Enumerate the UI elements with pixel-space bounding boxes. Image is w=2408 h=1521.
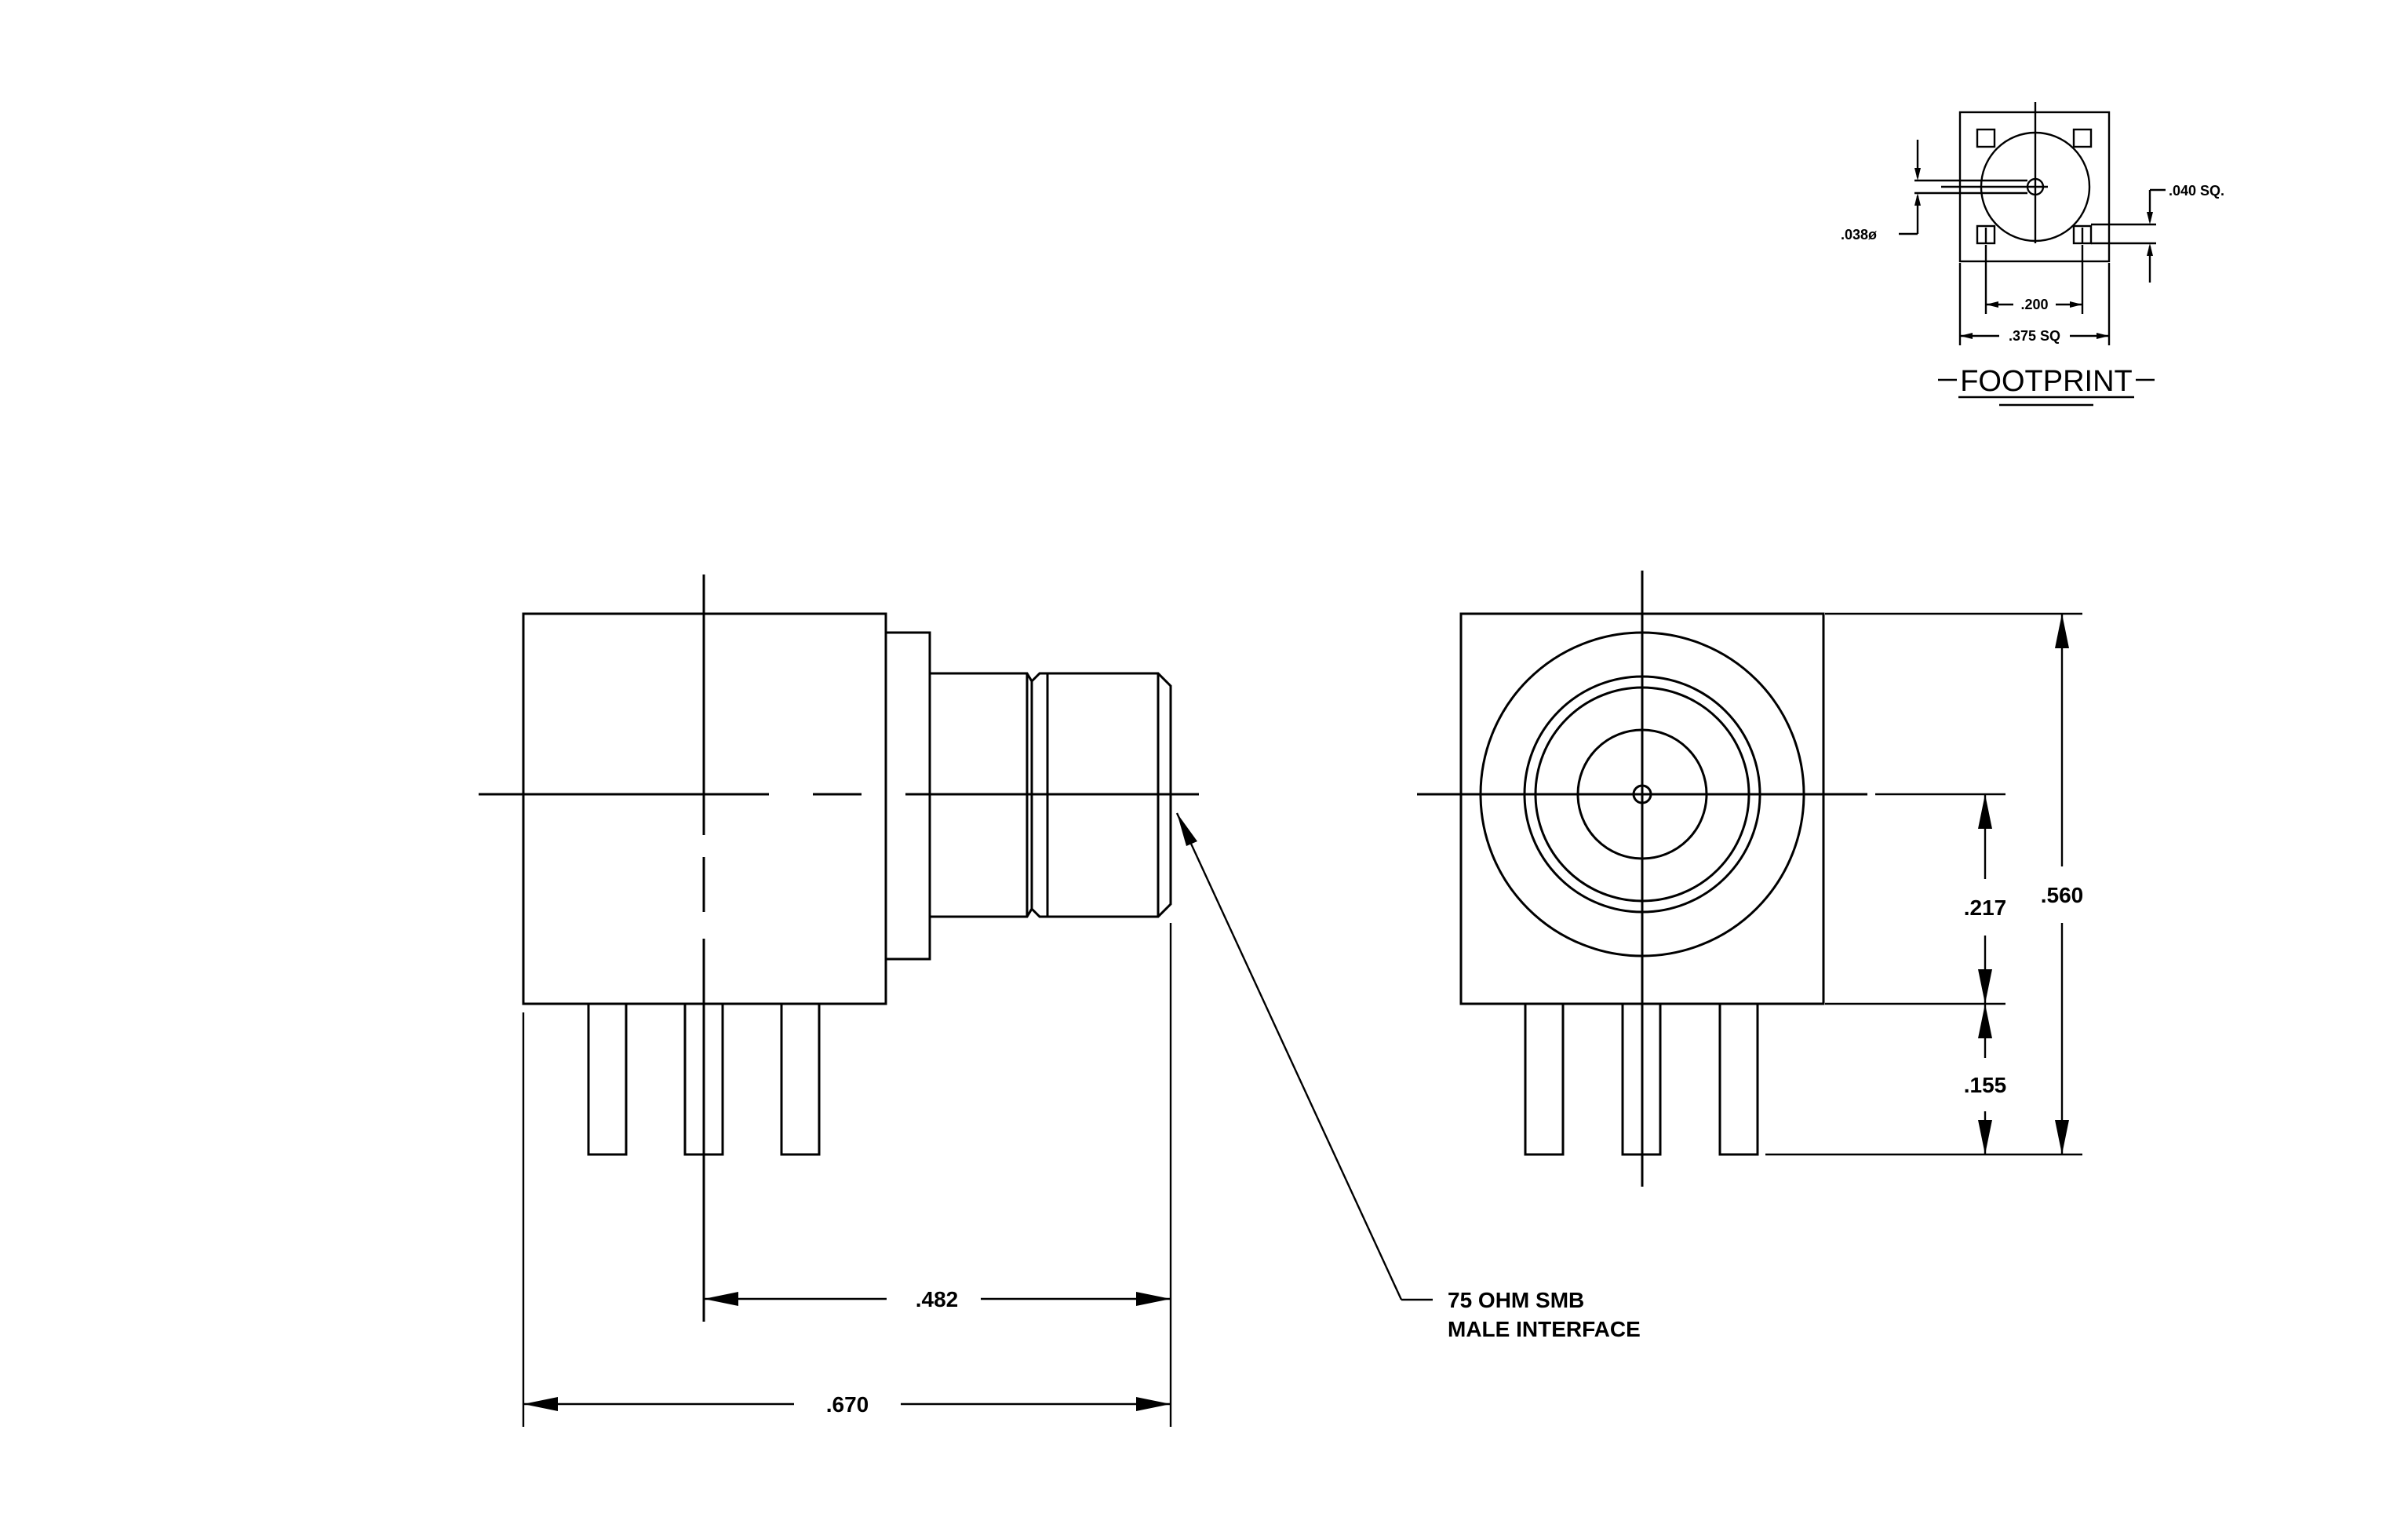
side-view: .482 .670 <box>479 574 1199 1427</box>
side-pin-1 <box>587 1002 628 1156</box>
pin-length-dim: .155 <box>1964 1073 2007 1097</box>
footprint-pad-tr <box>2072 128 2093 148</box>
side-pin-3 <box>780 1002 821 1156</box>
callout-line-2: MALE INTERFACE <box>1448 1317 1641 1341</box>
footprint-view: .038ø .040 SQ. .200 .375 SQ FOOTPRINT <box>1841 102 2224 407</box>
center-height-dim: .217 <box>1964 895 2007 920</box>
footprint-pad-tl <box>1976 128 1996 148</box>
overall-height-dim: .560 <box>2041 883 2084 907</box>
interface-callout: 75 OHM SMB MALE INTERFACE <box>1175 812 1641 1341</box>
footprint-hole-dim: .038ø <box>1841 227 1877 243</box>
callout-line-1: 75 OHM SMB <box>1448 1288 1584 1312</box>
footprint-title: FOOTPRINT <box>1960 365 2133 398</box>
front-pin-1 <box>1524 1002 1565 1156</box>
footprint-body-dim: .375 SQ <box>2009 328 2060 344</box>
front-pin-3 <box>1718 1002 1759 1156</box>
length-dim: .670 <box>826 1392 869 1417</box>
front-view: .217 .155 .560 <box>1417 571 2083 1187</box>
interface-dim: .482 <box>916 1287 959 1311</box>
side-flange <box>884 631 931 961</box>
footprint-spacing-dim: .200 <box>2020 297 2048 312</box>
footprint-pad-dim: .040 SQ. <box>2169 183 2224 199</box>
